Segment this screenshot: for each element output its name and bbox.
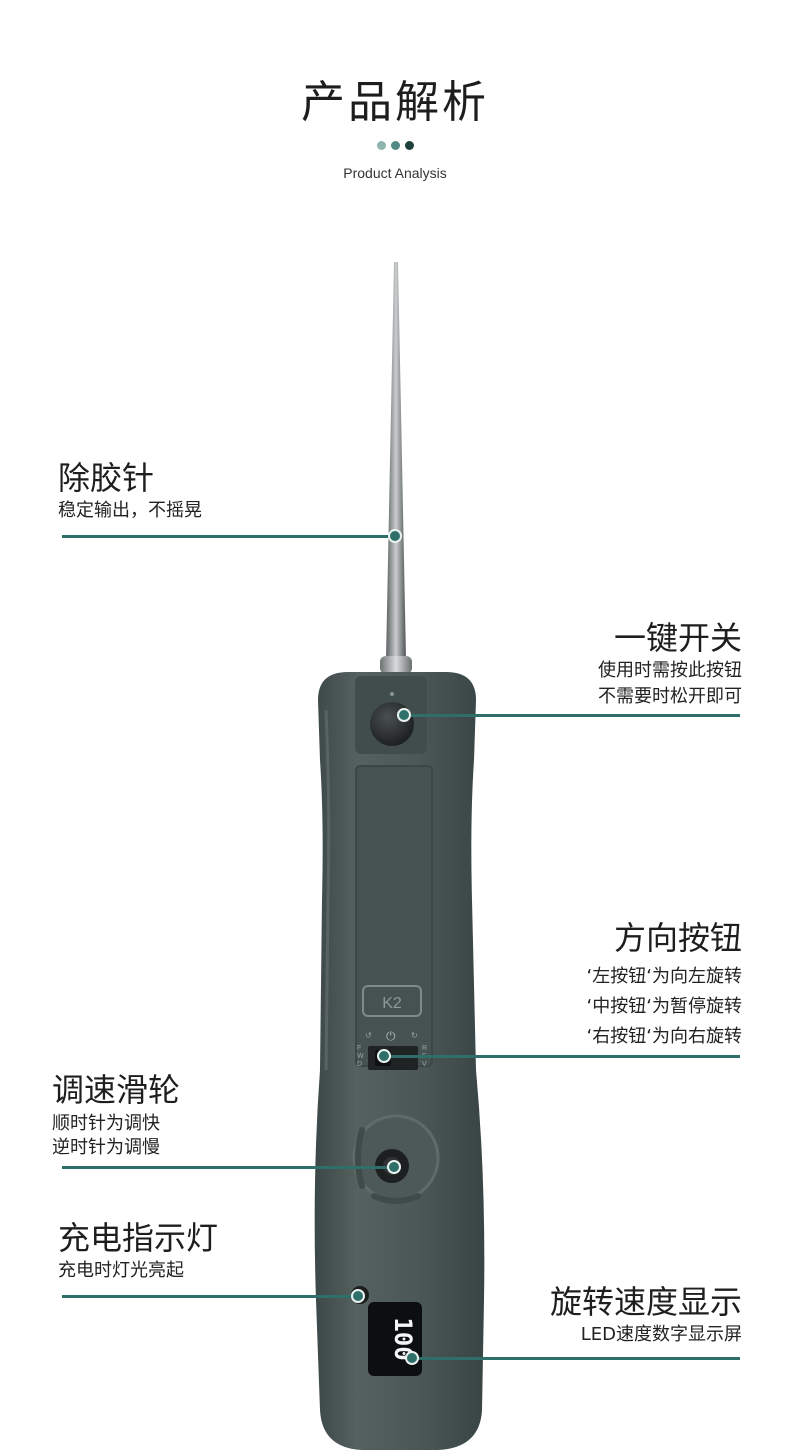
wheel-callout-line [62,1166,394,1169]
page-title: 产品解析 [301,77,489,128]
display-callout-marker [405,1351,419,1365]
feature-needle: 除胶针 稳定输出，不摇晃 [58,458,202,524]
feature-title: 除胶针 [58,459,155,497]
display-callout-line [412,1357,740,1360]
page-subtitle: Product Analysis [343,165,447,181]
feature-desc: ‘中按钮‘为暂停旋转 [586,996,742,1017]
feature-title: 调速滑轮 [52,1071,181,1109]
needle-collar [380,656,412,674]
feature-direction-button: 方向按钮 ‘左按钮‘为向左旋转 ‘中按钮‘为暂停旋转 ‘右按钮‘为向右旋转 [587,918,742,1052]
svg-text:↻: ↻ [411,1031,418,1040]
svg-text:⏻: ⏻ [386,1029,396,1043]
feature-desc: 使用时需按此按钮 [598,660,742,681]
needle-callout-line [62,535,395,538]
feature-desc: 不需要时松开即可 [598,686,742,707]
needle [386,262,406,660]
feature-desc: 充电时灯光亮起 [58,1260,184,1281]
svg-text:↺: ↺ [365,1031,372,1040]
power-callout-line [404,714,740,717]
feature-desc: 逆时针为调慢 [52,1137,160,1158]
speed-wheel [352,1114,440,1204]
feature-title: 旋转速度显示 [549,1283,742,1321]
wheel-callout-marker [387,1160,401,1174]
feature-desc: ‘右按钮‘为向右旋转 [586,1026,742,1047]
dot-light [377,141,386,150]
feature-desc: 稳定输出，不摇晃 [58,500,202,521]
power-button-panel [355,676,427,754]
feature-title: 一键开关 [613,619,742,657]
feature-desc: 顺时针为调快 [52,1113,160,1134]
dot-mid [391,141,400,150]
body-recess-panel [355,765,433,1067]
feature-charge-light: 充电指示灯 充电时灯光亮起 [58,1218,218,1284]
power-callout-marker [397,708,411,722]
feature-desc: LED速度数字显示屏 [580,1324,742,1345]
feature-desc: ‘左按钮‘为向左旋转 [586,966,742,987]
dot-dark [405,141,414,150]
feature-title: 方向按钮 [613,919,742,957]
needle-callout-marker [388,529,402,543]
feature-speed-display: 旋转速度显示 LED速度数字显示屏 [550,1282,742,1348]
feature-power-switch: 一键开关 使用时需按此按钮 不需要时松开即可 [598,618,742,710]
model-badge-text: K2 [382,995,402,1012]
charge-callout-marker [351,1289,365,1303]
direction-callout-marker [377,1049,391,1063]
feature-title: 充电指示灯 [58,1219,219,1257]
model-badge [362,985,422,1017]
feature-speed-wheel: 调速滑轮 顺时针为调快 逆时针为调慢 [52,1070,180,1160]
direction-callout-line [384,1055,740,1058]
charge-callout-line [62,1295,358,1298]
